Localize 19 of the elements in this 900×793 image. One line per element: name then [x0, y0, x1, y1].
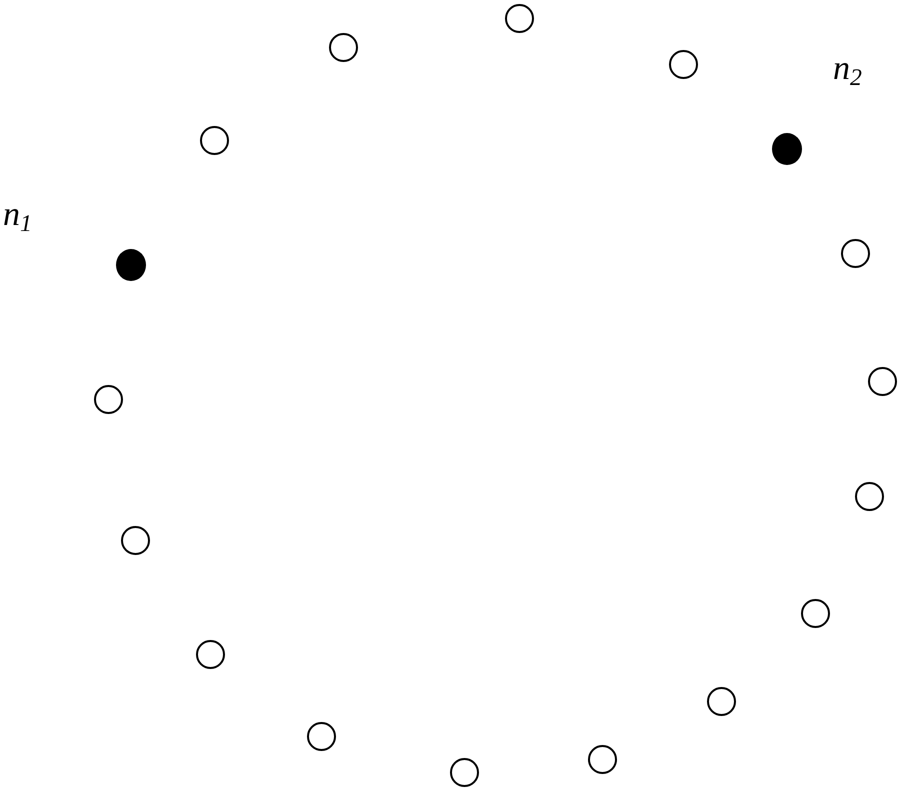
open-circle — [706, 686, 736, 716]
open-circle — [328, 32, 358, 62]
filled-dot — [116, 249, 146, 281]
open-circle — [196, 640, 224, 668]
open-circle — [306, 722, 336, 750]
open-circle — [868, 366, 896, 396]
open-circle — [588, 744, 616, 774]
open-circle — [200, 126, 228, 154]
open-circle — [668, 50, 698, 78]
open-circle — [94, 384, 122, 414]
open-circle — [840, 238, 870, 268]
node-label: n$_{1}$ — [3, 198, 32, 232]
open-circle — [504, 4, 534, 32]
open-circle — [854, 482, 884, 510]
open-circle — [800, 598, 830, 628]
filled-dot — [772, 133, 802, 165]
open-circle — [450, 758, 478, 786]
node-label: n$_{2}$ — [833, 52, 862, 86]
open-circle — [120, 526, 150, 554]
